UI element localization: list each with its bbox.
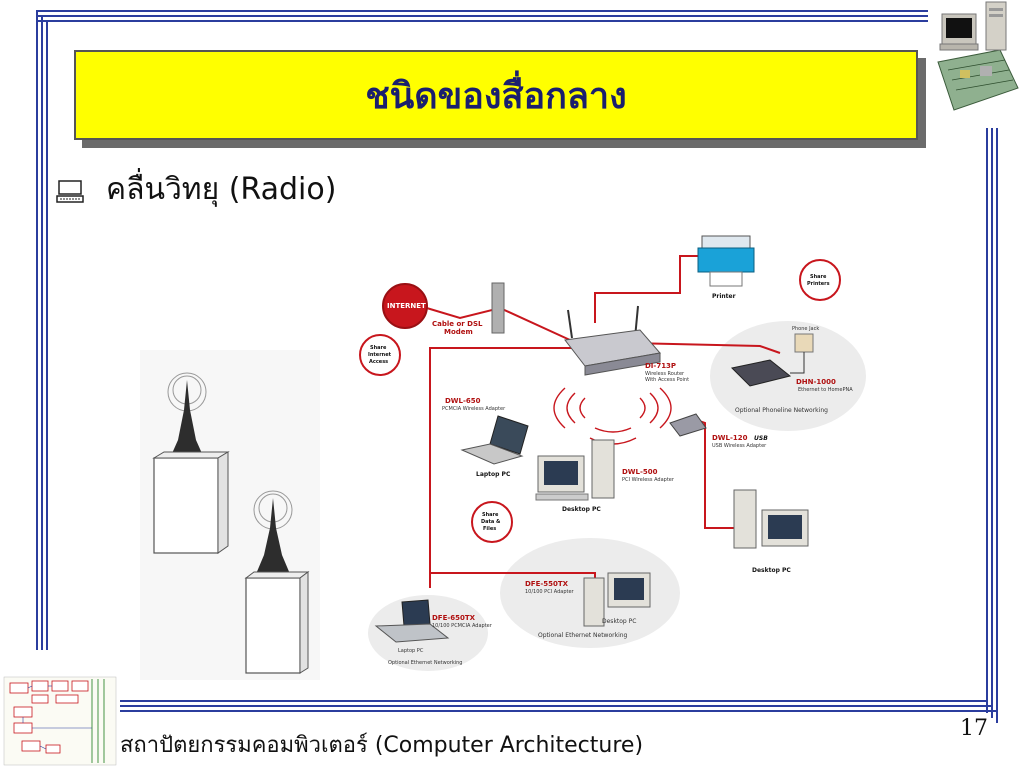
laptop-icon — [460, 415, 529, 465]
desktop-pc-icon — [535, 439, 615, 501]
svg-text:Access: Access — [369, 359, 388, 365]
slide-title: ชนิดของสื่อกลาง — [365, 75, 627, 117]
bottom-border-line-3 — [120, 710, 998, 712]
svg-text:Desktop PC: Desktop PC — [752, 567, 791, 574]
svg-text:Desktop PC: Desktop PC — [602, 618, 636, 625]
internet-badge-icon — [382, 283, 428, 329]
svg-text:Phone Jack: Phone Jack — [792, 326, 819, 332]
right-border-line-3 — [996, 128, 998, 723]
ethernet-laptop-icon — [374, 599, 450, 643]
svg-text:10/100 PCI Adapter: 10/100 PCI Adapter — [525, 589, 575, 595]
svg-text:Optional Phoneline Networking: Optional Phoneline Networking — [735, 407, 828, 414]
svg-text:DWL-650: DWL-650 — [445, 397, 481, 405]
dhn-adapter-icon — [730, 359, 792, 387]
desktop-pc-right-icon — [733, 489, 809, 549]
top-border-line-1 — [36, 10, 928, 12]
architecture-diagram-icon — [3, 676, 117, 766]
bullet-radio: คลื่นวิทยุ (Radio) — [106, 172, 337, 207]
wireless-network-diagram: INTERNET Cable or DSL Modem Share Intern… — [340, 228, 880, 676]
ethernet-desktop-icon — [583, 572, 651, 627]
phone-jack-icon — [794, 333, 814, 353]
internet-label: INTERNET — [387, 302, 426, 310]
modem-label-2: Modem — [444, 328, 473, 336]
svg-text:Laptop PC: Laptop PC — [398, 648, 424, 654]
svg-text:Desktop PC: Desktop PC — [562, 506, 601, 513]
svg-text:Optional Ethernet Networking: Optional Ethernet Networking — [388, 660, 462, 666]
svg-text:Files: Files — [483, 526, 496, 532]
svg-text:Wireless Router: Wireless Router — [645, 371, 685, 377]
svg-text:10/100 PCMCIA Adapter: 10/100 PCMCIA Adapter — [432, 623, 493, 629]
page-number: 17 — [960, 716, 988, 741]
svg-text:Internet: Internet — [368, 352, 392, 358]
left-border-line-1 — [36, 10, 38, 650]
svg-text:PCMCIA Wireless Adapter: PCMCIA Wireless Adapter — [442, 406, 506, 412]
title-box: ชนิดของสื่อกลาง — [74, 50, 918, 140]
svg-text:Optional Ethernet Networking: Optional Ethernet Networking — [538, 632, 628, 639]
modem-icon — [491, 282, 505, 334]
svg-text:DFE-550TX: DFE-550TX — [525, 580, 569, 588]
svg-text:Ethernet to HomePNA: Ethernet to HomePNA — [798, 387, 853, 393]
bottom-border-line-2 — [120, 705, 993, 707]
computer-clipart-icon — [937, 1, 1019, 111]
svg-text:Share: Share — [810, 274, 827, 280]
svg-text:Laptop PC: Laptop PC — [476, 471, 511, 478]
svg-text:DFE-650TX: DFE-650TX — [432, 614, 476, 622]
printer-icon — [697, 235, 755, 287]
right-border-line-2 — [991, 128, 993, 718]
top-border-line-3 — [36, 20, 928, 22]
router-icon — [564, 305, 661, 376]
right-border-line-1 — [986, 128, 988, 713]
radio-towers-illustration — [140, 350, 320, 680]
svg-text:USB Wireless Adapter: USB Wireless Adapter — [712, 443, 767, 449]
svg-text:With Access Point: With Access Point — [645, 377, 689, 383]
top-border-line-2 — [36, 15, 928, 17]
router-model: DI-713P — [645, 362, 676, 370]
tower-2-eiffel-icon — [256, 498, 290, 574]
svg-text:PCI Wireless Adapter: PCI Wireless Adapter — [622, 477, 675, 483]
svg-text:Share: Share — [482, 512, 499, 518]
svg-text:USB: USB — [754, 435, 768, 442]
modem-label-1: Cable or DSL — [432, 320, 483, 328]
left-border-line-3 — [46, 20, 48, 650]
svg-text:DHN-1000: DHN-1000 — [796, 378, 836, 386]
left-border-line-2 — [41, 15, 43, 650]
printer-label: Printer — [712, 293, 736, 300]
tower-1-eiffel-icon — [170, 380, 204, 458]
computer-bullet-icon — [56, 180, 84, 203]
bottom-border-line-1 — [120, 700, 988, 702]
svg-text:DWL-120: DWL-120 — [712, 434, 748, 442]
svg-text:Share: Share — [370, 345, 387, 351]
svg-text:Data &: Data & — [481, 519, 501, 525]
svg-text:DWL-500: DWL-500 — [622, 468, 658, 476]
svg-text:Printers: Printers — [807, 281, 830, 287]
footer-course-title: สถาปัตยกรรมคอมพิวเตอร์ (Computer Archite… — [120, 733, 644, 758]
usb-adapter-icon — [669, 413, 707, 437]
